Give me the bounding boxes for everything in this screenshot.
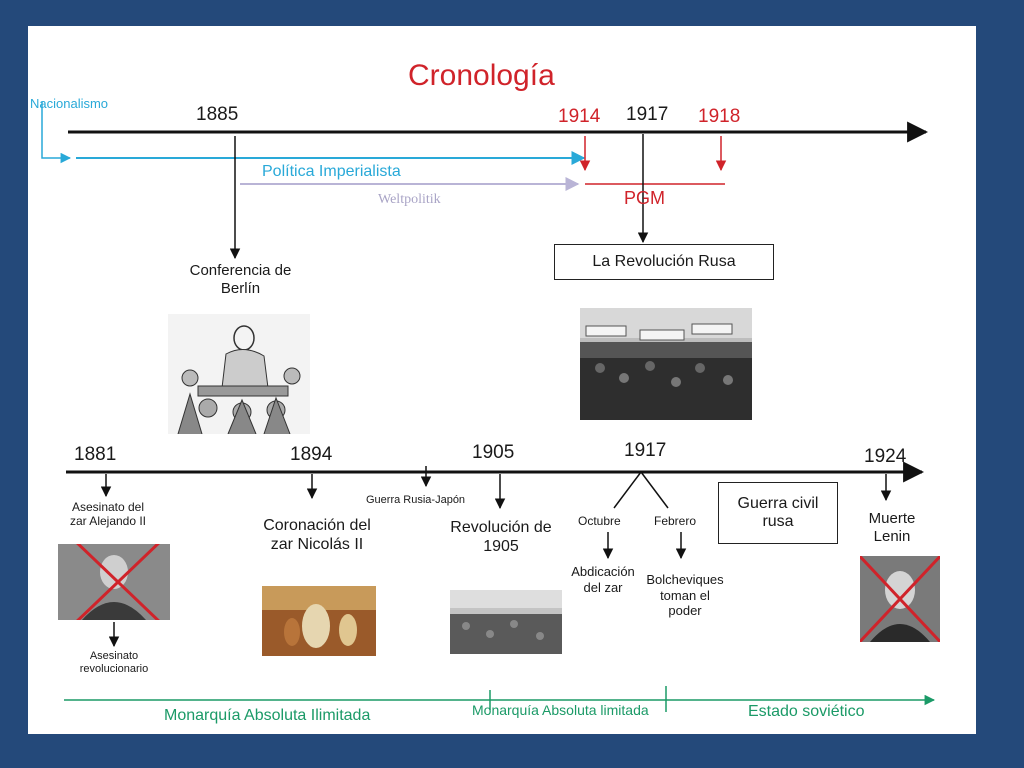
assassination-label: Asesinato del zar Alejando II (69, 500, 147, 529)
revolution-crowd-photo (580, 308, 752, 420)
coronation-painting (262, 586, 376, 656)
russo-japanese-war-label: Guerra Rusia-Japón (366, 494, 466, 506)
russian-revolution-box: La Revolución Rusa (554, 244, 774, 280)
nationalism-label: Nacionalismo (30, 96, 109, 111)
timeline-lines (41, 102, 936, 712)
weltpolitik-label: Weltpolitik (378, 192, 441, 207)
period-unlimited-monarchy: Monarquía Absoluta Ilimitada (164, 707, 371, 724)
coronation-label: Coronación del zar Nicolás II (263, 517, 371, 554)
february-label: Febrero (654, 514, 697, 528)
year-1914: 1914 (558, 106, 601, 127)
berlin-conference-drawing (168, 314, 310, 434)
year-1894: 1894 (290, 444, 333, 465)
period-soviet-state: Estado soviético (748, 703, 865, 720)
revolution-1905-photo (450, 590, 562, 654)
year-1917-bottom: 1917 (624, 440, 667, 461)
year-1881: 1881 (74, 444, 117, 465)
pgm-label: PGM (624, 188, 666, 208)
nationalism-arrow (41, 102, 72, 164)
year-1917-top: 1917 (626, 104, 669, 125)
bolsheviks-label: Bolcheviques toman el poder (646, 572, 724, 619)
lenin-portrait (860, 556, 940, 642)
year-1905: 1905 (472, 442, 515, 463)
slide: Cronología Nacionalismo 1885 1914 1917 1… (28, 26, 976, 734)
imperialism-label: Política Imperialista (262, 163, 401, 180)
berlin-conference-label: Conferencia de Berlín (189, 262, 292, 297)
slide-title: Cronología (408, 59, 555, 92)
civil-war-box: Guerra civil rusa (718, 482, 838, 544)
revolution-1905-label: Revolución de 1905 (450, 519, 552, 556)
assassin-label: Asesinato revolucionario (79, 650, 149, 676)
october-label: Octubre (578, 514, 621, 528)
year-1885: 1885 (196, 104, 239, 125)
alexander-ii-portrait (58, 544, 170, 620)
lenin-death-label: Muerte Lenin (868, 510, 916, 545)
year-1924: 1924 (864, 446, 907, 467)
period-limited-monarchy: Monarquía Absoluta limitada (472, 702, 649, 718)
abdication-label: Abdicación del zar (571, 564, 635, 595)
year-1918: 1918 (698, 106, 741, 127)
